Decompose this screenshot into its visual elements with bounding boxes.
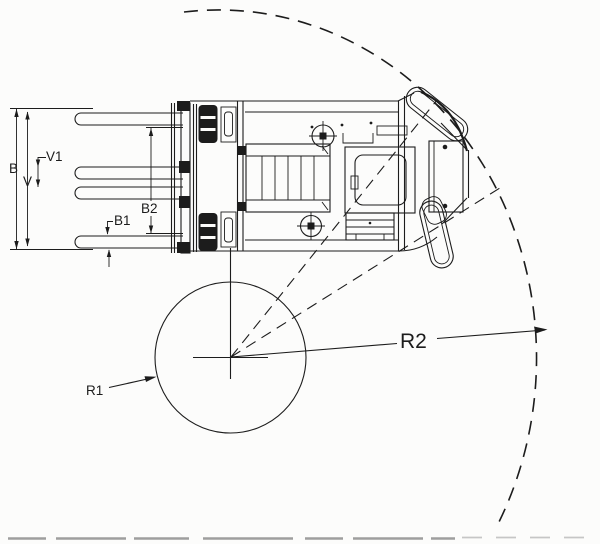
fork-carriage xyxy=(170,101,191,254)
tilt-cylinder-block xyxy=(238,143,331,213)
outer-turning-circle-arc xyxy=(183,9,538,525)
engine-grille xyxy=(345,212,395,241)
label-b1: B1 xyxy=(114,213,131,228)
r1-leader xyxy=(108,376,157,389)
dimension-v1 xyxy=(35,157,46,187)
fork-tines xyxy=(74,112,183,249)
label-r1: R1 xyxy=(86,383,103,398)
rear-wheel-top xyxy=(405,86,469,142)
label-r2: R2 xyxy=(400,330,427,353)
label-v: V xyxy=(23,174,32,189)
label-b2: B2 xyxy=(141,201,158,216)
r2-arrowhead xyxy=(534,326,548,334)
dimension-v xyxy=(25,111,30,247)
label-v1: V1 xyxy=(46,149,63,164)
dimension-b2 xyxy=(146,127,183,234)
rear-wheel-bottom xyxy=(419,196,454,269)
dimension-labels: B V V1 B1 B2 R1 R2 xyxy=(9,149,427,398)
front-wheel-bottom xyxy=(198,213,218,251)
mast-and-front-wheels xyxy=(192,104,237,252)
steering-column-caps xyxy=(297,121,337,240)
turning-center xyxy=(154,248,307,434)
radius-lines-dashed xyxy=(230,99,504,358)
scan-artifact-line xyxy=(8,536,592,540)
r1-arrowhead xyxy=(144,376,157,382)
dimension-b1 xyxy=(105,221,113,267)
inner-turning-circle xyxy=(154,281,307,434)
front-wheel-top xyxy=(198,105,218,143)
dimension-b xyxy=(10,108,93,250)
r2-leader xyxy=(230,326,548,358)
hood-details xyxy=(310,121,408,144)
label-b: B xyxy=(9,161,18,176)
